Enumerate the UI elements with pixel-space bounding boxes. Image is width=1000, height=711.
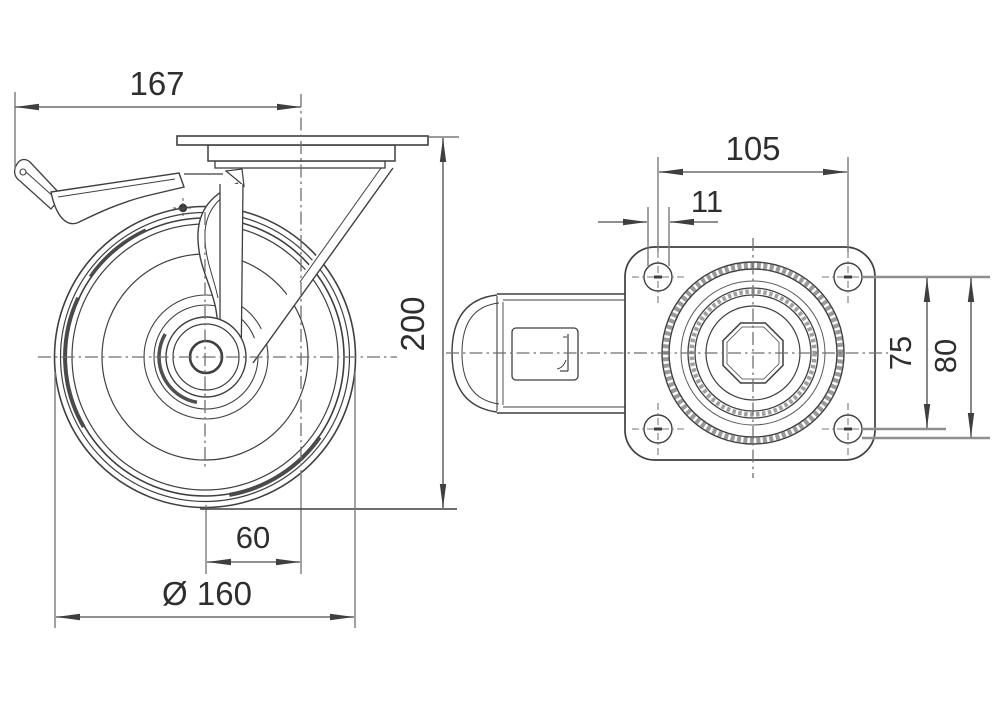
hub-shading-arc — [157, 333, 198, 405]
dim-hole-spacing-width: 105 — [657, 130, 849, 252]
dim-label-swivel-offset: 60 — [236, 520, 270, 555]
dim-wheel-diameter: Ø 160 — [54, 372, 356, 628]
dim-hole-spacing-length: 75 80 — [862, 275, 990, 440]
dim-overall-length: 167 — [14, 65, 301, 170]
dim-label-bolt-hole-diameter: 11 — [691, 184, 723, 219]
dim-swivel-offset: 60 — [207, 520, 300, 566]
brake-arm — [50, 168, 245, 225]
top-plate — [176, 135, 429, 146]
side-view: 167 200 60 Ø 160 — [13, 65, 459, 628]
brake-latch-hook — [224, 168, 245, 188]
dim-label-hole-spacing-width: 105 — [725, 130, 780, 167]
dim-label-overall-length: 167 — [129, 65, 184, 102]
dim-bolt-hole-diameter: 11 — [598, 184, 723, 266]
swivel-band — [214, 160, 386, 169]
dim-overall-height: 200 — [394, 136, 459, 508]
hub — [157, 316, 247, 405]
rivet-marker — [173, 198, 193, 218]
bolt-hole — [822, 403, 874, 455]
bolt-hole — [632, 403, 684, 455]
centerlines-side-view — [38, 94, 397, 574]
tire-shading-arc — [88, 228, 147, 278]
tire-shading-arc — [228, 436, 322, 497]
dim-label-hole-spacing-max: 80 — [928, 339, 963, 373]
dim-label-hole-spacing-min: 75 — [883, 336, 918, 370]
dim-label-overall-height: 200 — [394, 296, 431, 351]
bolt-holes — [632, 251, 874, 455]
bolt-hole — [632, 251, 684, 303]
mounting-plate-side — [176, 135, 429, 169]
tire-shading-arc — [63, 296, 86, 428]
centerlines-top-view — [446, 238, 888, 478]
top-view: 105 11 75 80 — [446, 130, 990, 478]
dim-label-wheel-diameter: Ø 160 — [162, 575, 252, 612]
